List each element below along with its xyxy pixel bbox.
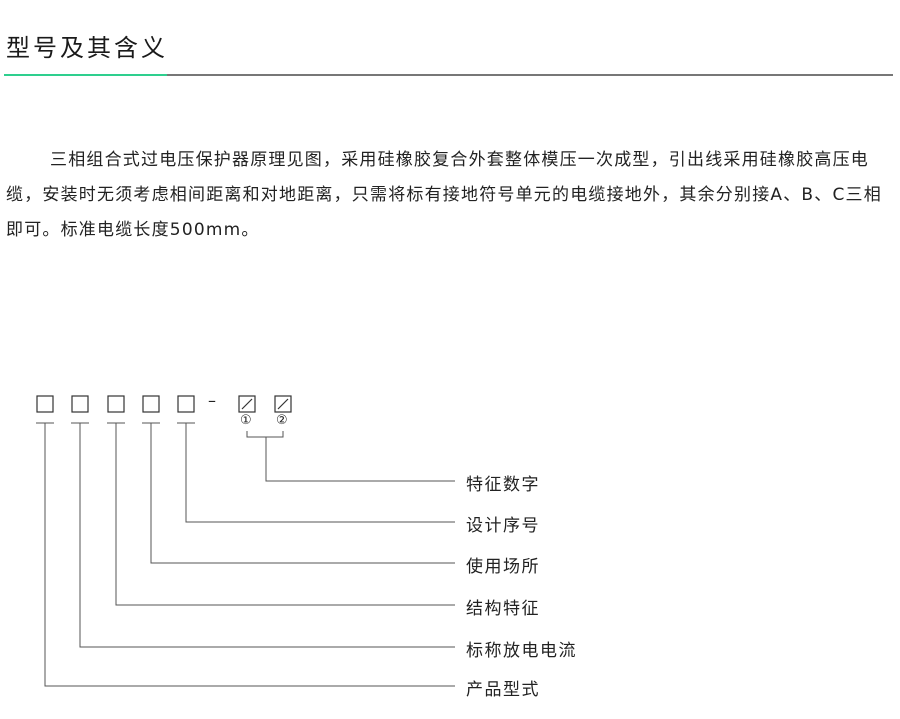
title-divider-accent <box>4 74 167 76</box>
title-divider <box>4 74 893 76</box>
label-structure-feature: 结构特征 <box>466 599 540 619</box>
code-box-4 <box>142 395 160 413</box>
code-box-1 <box>36 395 54 413</box>
slash-box-2 <box>274 395 292 413</box>
label-feature-number: 特征数字 <box>466 475 540 495</box>
section-title: 型号及其含义 <box>6 34 168 62</box>
code-box-2 <box>71 395 89 413</box>
circle-number-1: ① <box>240 413 252 428</box>
label-usage-location: 使用场所 <box>466 557 540 577</box>
description-paragraph: 三相组合式过电压保护器原理见图，采用硅橡胶复合外套整体模压一次成型，引出线采用硅… <box>6 150 882 240</box>
label-nominal-discharge-current: 标称放电电流 <box>466 641 577 661</box>
circle-number-2: ② <box>276 413 288 428</box>
code-box-3 <box>107 395 125 413</box>
label-product-type: 产品型式 <box>466 680 540 700</box>
code-box-5 <box>177 395 195 413</box>
code-dash: – <box>208 391 216 410</box>
label-design-serial: 设计序号 <box>466 516 540 536</box>
slash-box-1 <box>238 395 256 413</box>
